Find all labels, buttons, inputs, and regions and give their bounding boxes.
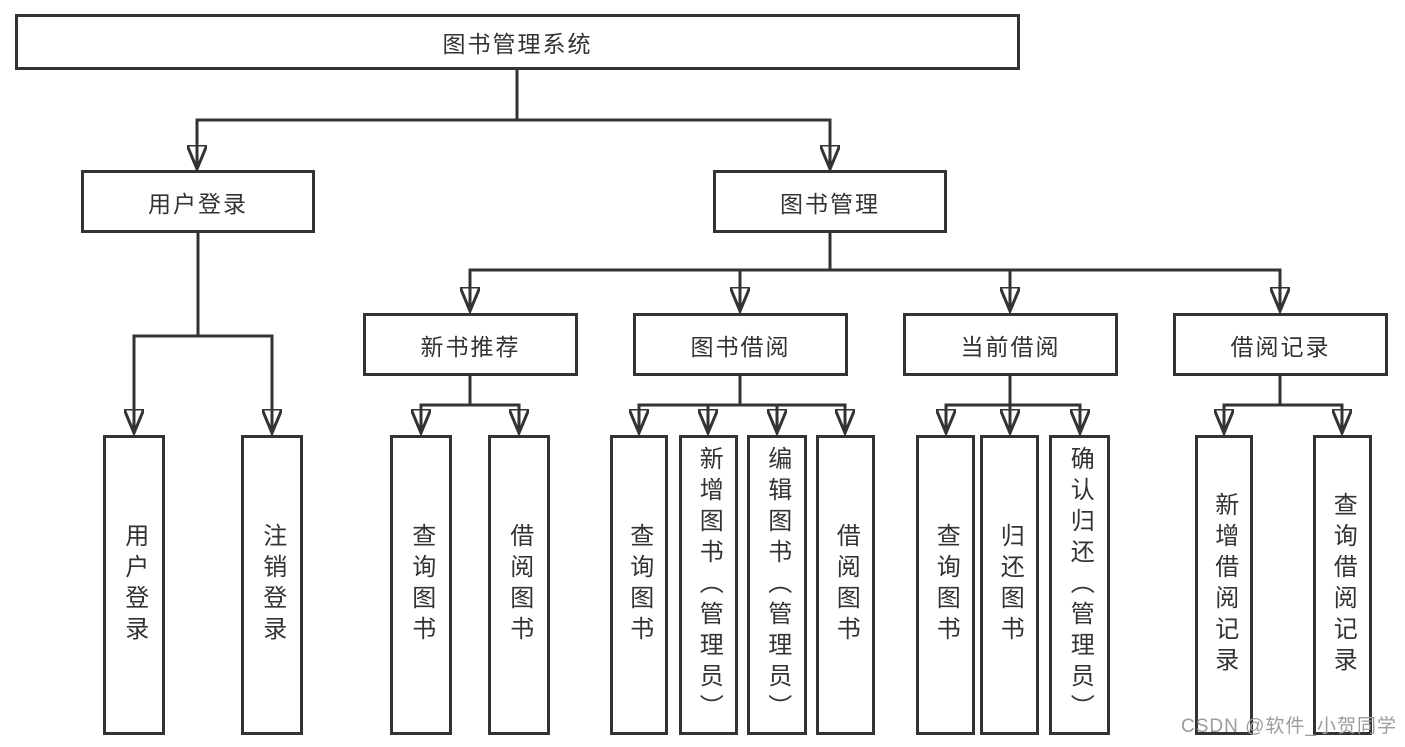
leaf-return-book-label: 归还图书 — [996, 523, 1024, 647]
node-root: 图书管理系统 — [15, 14, 1020, 70]
node-new-book-recommend-label: 新书推荐 — [420, 333, 521, 360]
leaf-query-books-recommend: 查询图书 — [390, 435, 452, 735]
leaf-add-book-admin: 新增图书（管理员） — [679, 435, 738, 735]
edge-current-borrow-children-outer — [946, 403, 1080, 433]
leaf-borrow-books-recommend-label: 借阅图书 — [505, 523, 533, 647]
edge-book-borrow-children-outer — [639, 403, 845, 433]
leaf-query-books-recommend-label: 查询图书 — [407, 523, 435, 647]
leaf-add-borrow-record: 新增借阅记录 — [1195, 435, 1253, 735]
leaf-edit-book-admin-label: 编辑图书（管理员） — [763, 445, 791, 725]
node-current-borrow-label: 当前借阅 — [960, 333, 1061, 360]
leaf-edit-book-admin: 编辑图书（管理员） — [747, 435, 807, 735]
node-new-book-recommend: 新书推荐 — [363, 313, 578, 376]
leaf-add-book-admin-label: 新增图书（管理员） — [695, 445, 723, 725]
node-user-login: 用户登录 — [81, 170, 315, 233]
csdn-watermark: CSDN @软件_小贺同学 — [1181, 716, 1397, 737]
leaf-query-books-current: 查询图书 — [916, 435, 975, 735]
leaf-borrow-books-label: 借阅图书 — [832, 523, 860, 647]
leaf-query-borrow-record-label: 查询借阅记录 — [1329, 492, 1357, 678]
node-current-borrow: 当前借阅 — [903, 313, 1118, 376]
node-book-management: 图书管理 — [713, 170, 947, 233]
edge-book-mgmt-children-outer — [470, 268, 1280, 311]
leaf-confirm-return-admin: 确认归还（管理员） — [1049, 435, 1110, 735]
node-book-management-label: 图书管理 — [780, 190, 880, 217]
node-book-borrow-label: 图书借阅 — [690, 333, 791, 360]
leaf-logout: 注销登录 — [241, 435, 303, 735]
leaf-query-books-current-label: 查询图书 — [932, 523, 960, 647]
leaf-borrow-books-recommend: 借阅图书 — [488, 435, 550, 735]
node-user-login-label: 用户登录 — [148, 190, 248, 217]
edge-borrow-record-children — [1224, 403, 1342, 433]
node-book-borrow: 图书借阅 — [633, 313, 848, 376]
node-root-label: 图书管理系统 — [442, 31, 593, 57]
leaf-query-borrow-record: 查询借阅记录 — [1313, 435, 1372, 735]
edge-root-to-level2 — [197, 118, 830, 169]
leaf-add-borrow-record-label: 新增借阅记录 — [1210, 492, 1238, 678]
leaf-return-book: 归还图书 — [980, 435, 1039, 735]
leaf-query-books-borrow-label: 查询图书 — [625, 523, 653, 647]
leaf-borrow-books: 借阅图书 — [816, 435, 875, 735]
leaf-user-login: 用户登录 — [103, 435, 165, 735]
leaf-query-books-borrow: 查询图书 — [610, 435, 668, 735]
node-borrow-records: 借阅记录 — [1173, 313, 1388, 376]
node-borrow-records-label: 借阅记录 — [1230, 333, 1331, 360]
edge-new-book-children — [421, 403, 519, 433]
leaf-logout-label: 注销登录 — [258, 523, 286, 647]
leaf-user-login-label: 用户登录 — [120, 523, 148, 647]
edge-user-login-children — [134, 334, 272, 433]
leaf-confirm-return-admin-label: 确认归还（管理员） — [1066, 445, 1094, 725]
